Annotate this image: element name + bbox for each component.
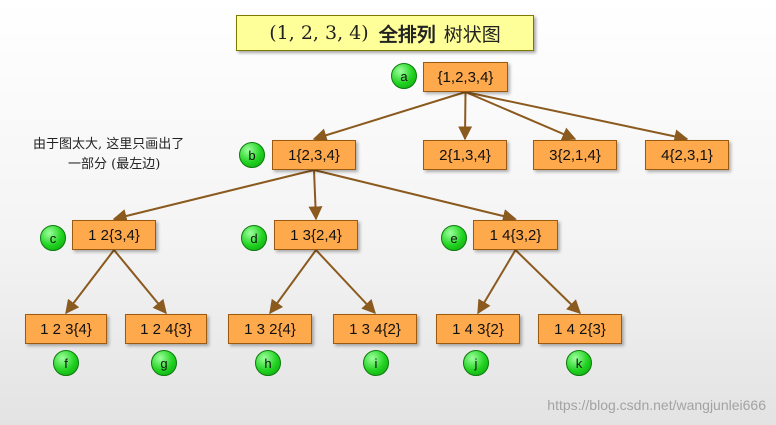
node-n134: 1 3 4{2} (333, 314, 417, 344)
node-n2: 2{1,3,4} (423, 140, 507, 170)
note-line-1: 由于图太大, 这里只画出了 (33, 137, 185, 152)
edge-n12-n124 (113, 249, 167, 315)
edge-n13-n134 (315, 249, 376, 315)
badge-g: g (151, 350, 177, 376)
node-n3: 3{2,1,4} (533, 140, 617, 170)
edge-n14-n142 (514, 249, 582, 314)
badge-d: d (241, 225, 267, 251)
node-n132: 1 3 2{4} (228, 314, 312, 344)
edge-root-n3 (465, 91, 577, 141)
badge-i: i (363, 350, 389, 376)
badge-h: h (255, 350, 281, 376)
badge-b: b (239, 142, 265, 168)
edge-n1-n14 (313, 169, 517, 223)
edge-n14-n143 (477, 249, 517, 315)
badge-a: a (391, 63, 417, 89)
note-line-2: 一部分 (最左边) (68, 157, 161, 172)
node-n124: 1 2 4{3} (125, 314, 207, 344)
edge-root-n4 (465, 91, 689, 144)
edge-n12-n123 (65, 249, 115, 315)
edge-root-n1 (312, 91, 466, 142)
badge-k: k (566, 350, 592, 376)
node-n14: 1 4{3,2} (473, 220, 558, 250)
node-n123: 1 2 3{4} (25, 314, 107, 344)
side-note: 由于图太大, 这里只画出了 一部分 (最左边) (33, 135, 233, 175)
node-n12: 1 2{3,4} (72, 220, 156, 250)
badge-f: f (53, 350, 79, 376)
node-n4: 4{2,3,1} (645, 140, 729, 170)
badge-e: e (441, 225, 467, 251)
node-n1: 1{2,3,4} (272, 140, 356, 170)
edge-n1-n13 (308, 169, 323, 221)
node-root: {1,2,3,4} (423, 62, 508, 92)
node-n13: 1 3{2,4} (274, 220, 358, 250)
node-n142: 1 4 2{3} (538, 314, 622, 344)
edge-root-n2 (458, 91, 473, 141)
edge-n1-n12 (112, 169, 315, 223)
badge-c: c (40, 225, 66, 251)
title-suffix: 树状图 (443, 23, 501, 46)
title-prefix: (1, 2, 3, 4) (269, 22, 369, 44)
title-bold: 全排列 (378, 23, 436, 46)
watermark: https://blog.csdn.net/wangjunlei666 (547, 397, 766, 413)
diagram-title: (1, 2, 3, 4) 全排列 树状图 (236, 15, 534, 51)
edge-n13-n132 (269, 249, 317, 315)
badge-j: j (463, 350, 489, 376)
node-n143: 1 4 3{2} (436, 314, 520, 344)
